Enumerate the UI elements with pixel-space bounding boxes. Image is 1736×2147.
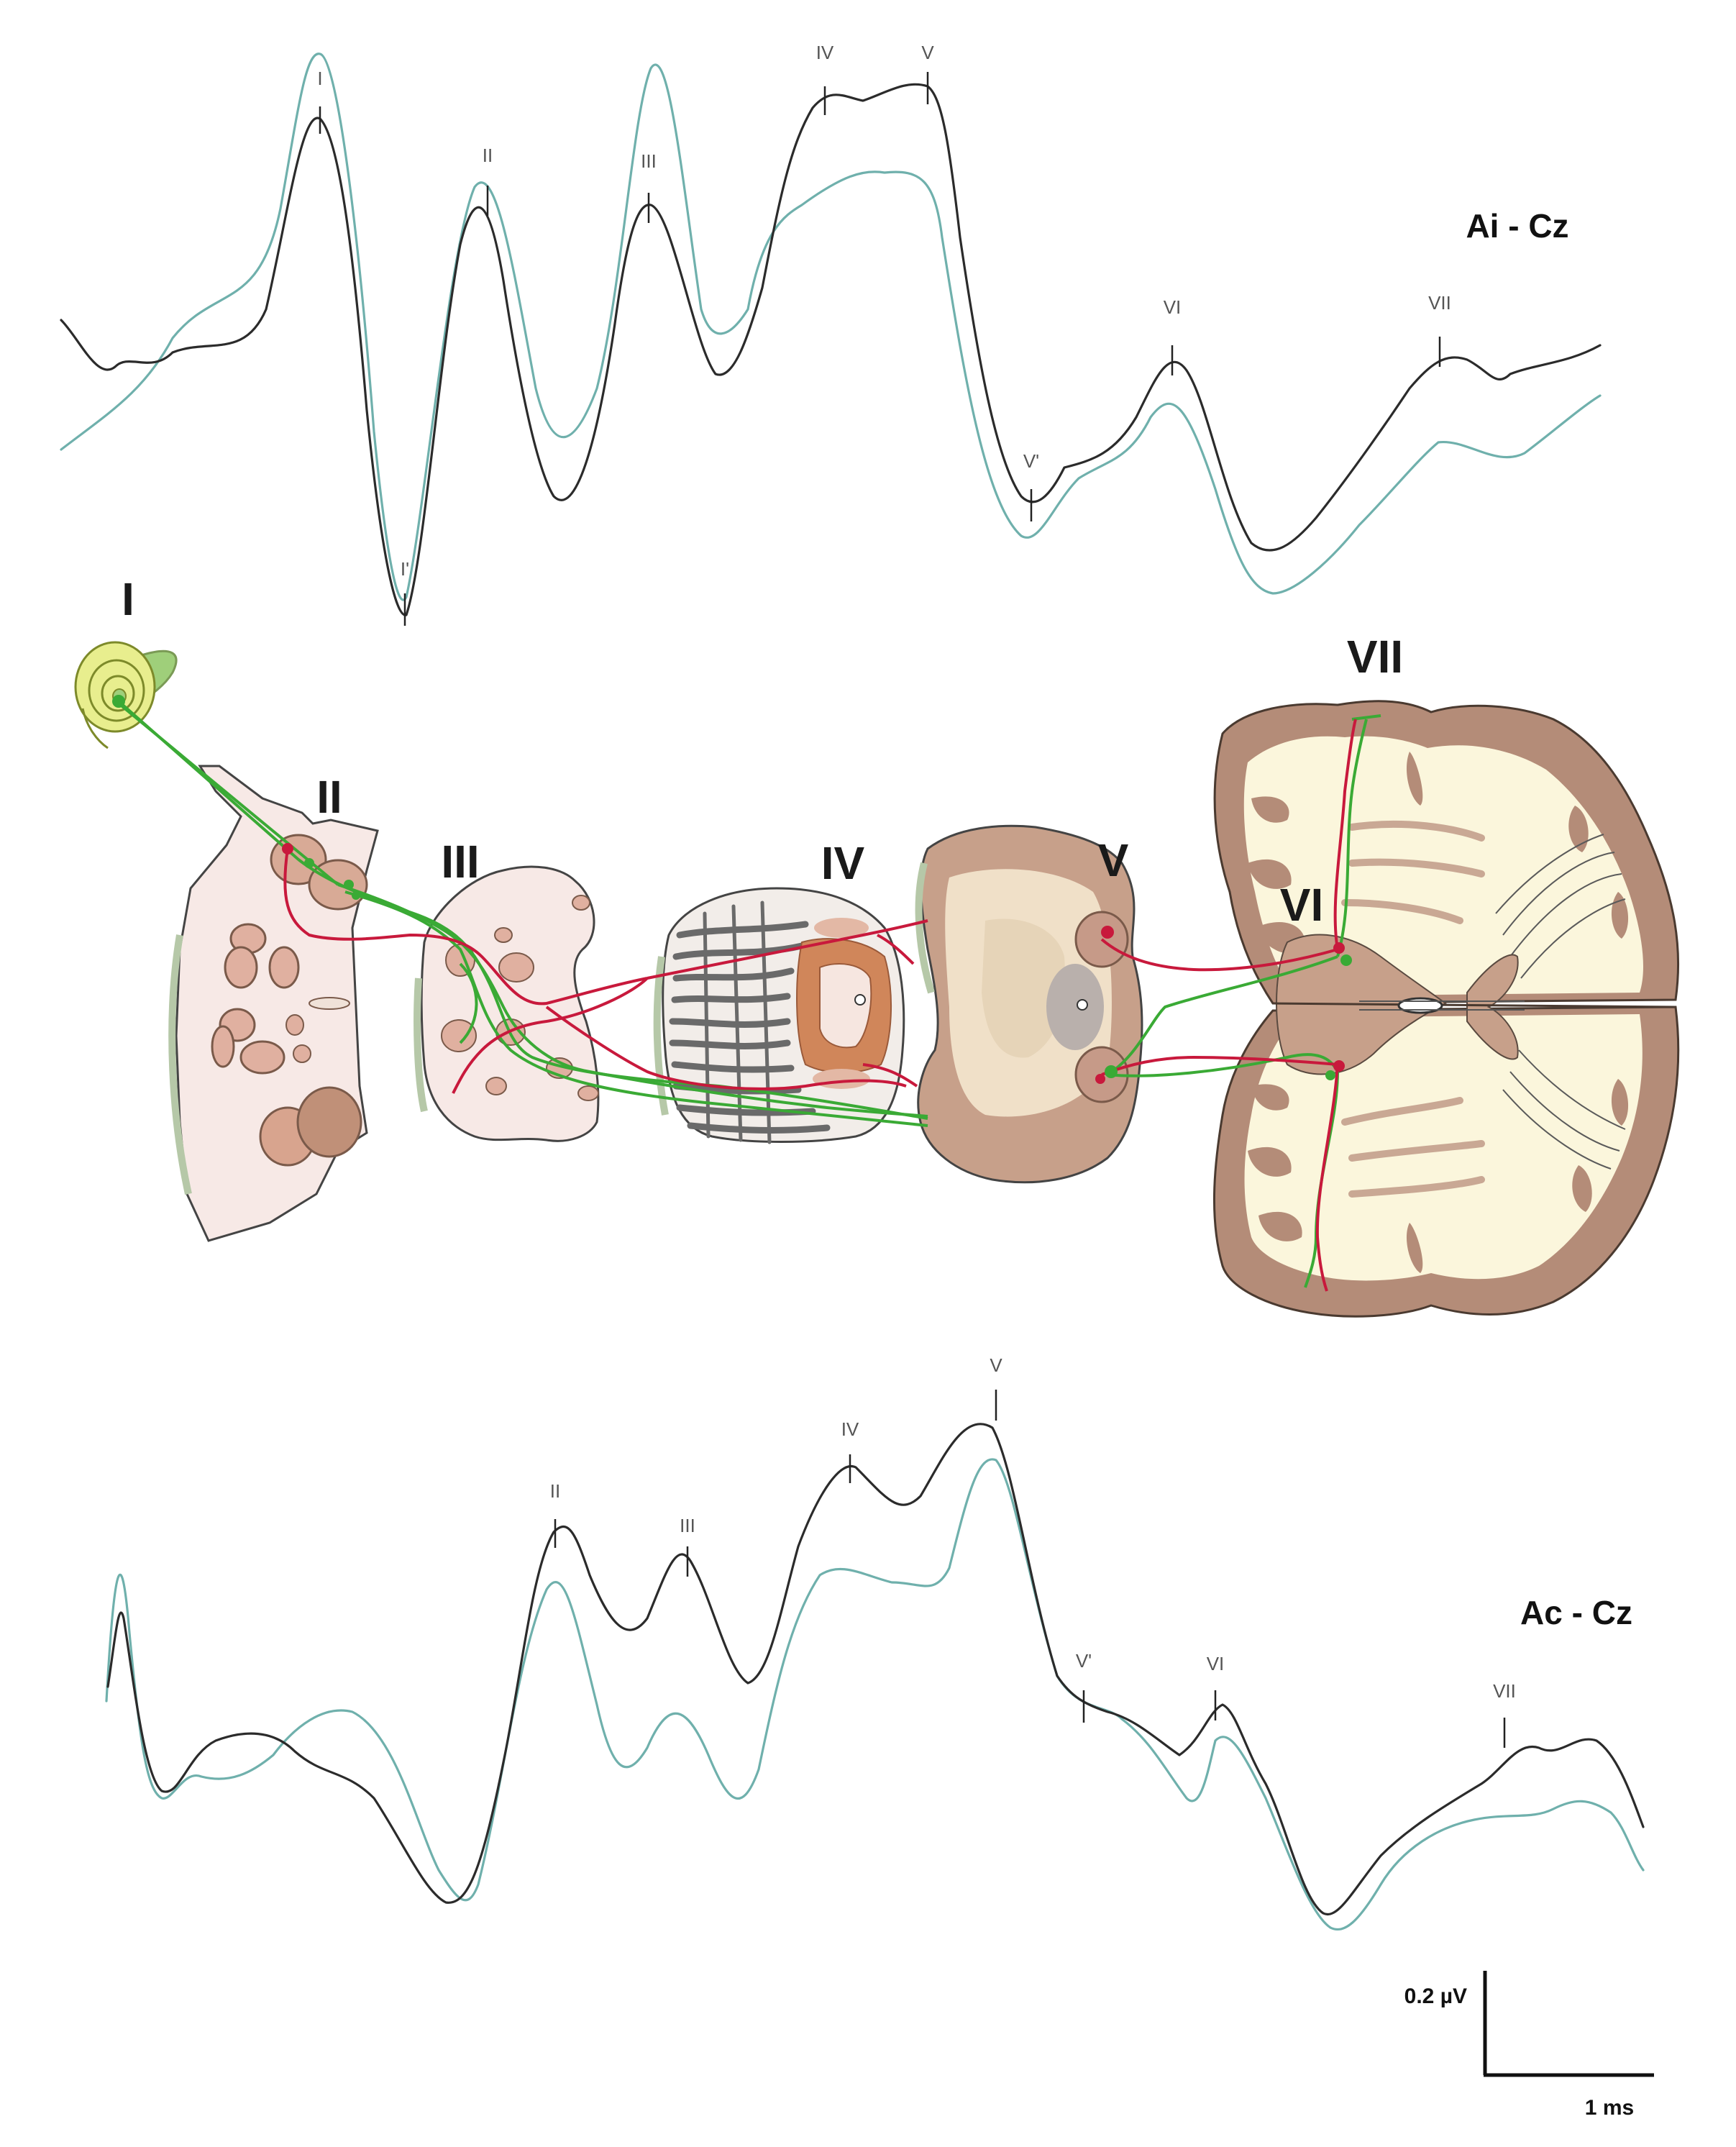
top-derivation-label: Ai - Cz: [1466, 207, 1568, 245]
stage-label: V: [1098, 834, 1129, 886]
bottom-trace-panel: II III IV V V' VI VII Ac - Cz: [105, 1354, 1645, 1931]
stage-label: I: [122, 573, 134, 625]
stage-label: III: [441, 836, 479, 888]
bottom-peak-markers: [554, 1390, 1506, 1748]
bottom-derivation-label: Ac - Cz: [1520, 1594, 1632, 1631]
top-trace-primary: [60, 83, 1602, 616]
cochlea: [74, 641, 178, 749]
midbrain-lemniscus-section: [653, 887, 905, 1144]
bottom-peak-label: IV: [841, 1418, 859, 1440]
top-peak-label: II: [483, 145, 493, 166]
stage-label: VII: [1347, 631, 1403, 683]
bottom-peak-labels: II III IV V V' VI VII: [550, 1354, 1516, 1702]
stage-label: IV: [821, 837, 865, 889]
top-peak-label: IV: [816, 42, 834, 63]
top-peak-markers: [319, 72, 1441, 626]
green-ascending-pathway: [117, 700, 1381, 1288]
bottom-peak-label: V: [990, 1354, 1002, 1376]
top-trace-secondary: [60, 53, 1602, 601]
bottom-peak-label: V': [1076, 1650, 1092, 1672]
top-peak-label: VII: [1428, 292, 1451, 314]
top-peak-label: VI: [1164, 296, 1182, 318]
bottom-peak-label: III: [680, 1515, 695, 1536]
pons-soc-section: [414, 865, 600, 1142]
top-peak-label: III: [641, 150, 657, 172]
scale-bar-time: 1 ms: [1585, 2096, 1634, 2120]
top-peak-label: I': [401, 558, 409, 580]
midbrain-colliculus-section: [915, 824, 1143, 1184]
scale-bar: 0.2 µV 1 ms: [1404, 1971, 1654, 2120]
top-peak-label: V: [921, 42, 934, 63]
red-ascending-pathway: [283, 719, 1357, 1292]
top-peak-labels: I I' II III IV V V' VI VII: [317, 42, 1451, 580]
cerebrum-section: [1212, 700, 1680, 1318]
synapse-dots: [112, 695, 1352, 1084]
top-peak-label: I: [317, 68, 322, 89]
scale-bar-amplitude: 0.2 µV: [1404, 1984, 1467, 2008]
top-trace-panel: I I' II III IV V V' VI VII Ai - Cz: [60, 42, 1602, 626]
top-peak-label: V': [1023, 450, 1039, 472]
auditory-pathway-schematic: I II III IV V VI VII: [74, 573, 1680, 1318]
bottom-peak-label: II: [550, 1480, 560, 1502]
medulla-section: [168, 765, 379, 1242]
bottom-trace-secondary: [105, 1458, 1645, 1931]
bottom-peak-label: VII: [1493, 1680, 1516, 1702]
stage-labels: I II III IV V VI VII: [122, 573, 1403, 931]
stage-label: VI: [1280, 879, 1323, 931]
stage-label: II: [316, 771, 342, 823]
bottom-trace-primary: [106, 1423, 1645, 1916]
bottom-peak-label: VI: [1207, 1653, 1225, 1674]
